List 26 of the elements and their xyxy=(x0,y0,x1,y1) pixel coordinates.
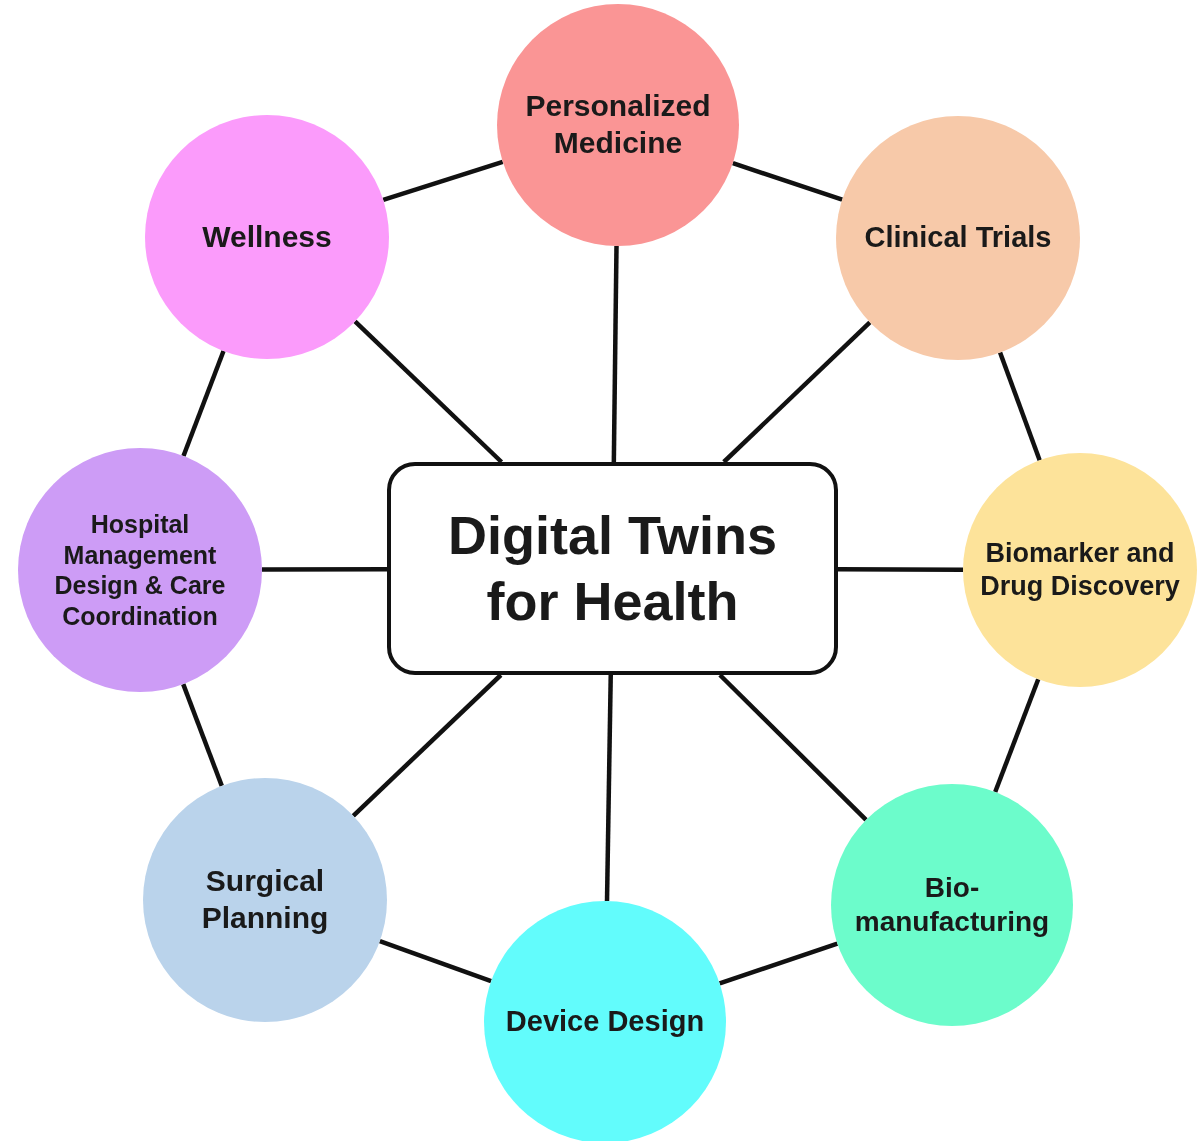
connector-line xyxy=(732,161,843,202)
connector-line xyxy=(181,350,226,457)
rounded-box xyxy=(387,462,838,675)
node-label: Hospital Management Design & Care Coordination xyxy=(53,509,227,631)
node-label: Bio-manufacturing xyxy=(853,870,1051,939)
connector-line xyxy=(718,941,839,986)
node-label: Clinical Trials xyxy=(864,220,1052,256)
connector-line xyxy=(838,566,963,572)
node-label: Personalized Medicine xyxy=(524,88,712,161)
node-label: Device Design xyxy=(505,1004,705,1040)
connector-line xyxy=(722,320,872,464)
connector-line xyxy=(353,319,504,464)
node-label: Surgical Planning xyxy=(200,863,330,936)
connector-line xyxy=(379,939,492,984)
connector-line xyxy=(997,351,1042,461)
connector-line xyxy=(604,674,613,902)
connector-line xyxy=(382,159,504,203)
connector-line xyxy=(993,678,1041,793)
connector-line xyxy=(262,566,387,572)
connector-line xyxy=(718,673,868,822)
node-label: Digital Twins for Health xyxy=(447,503,778,633)
node-label: Wellness xyxy=(202,218,332,255)
connector-line xyxy=(351,673,503,818)
connector-line xyxy=(181,683,224,787)
node-label: Biomarker and Drug Discovery xyxy=(979,537,1181,603)
connector-line xyxy=(611,245,619,463)
